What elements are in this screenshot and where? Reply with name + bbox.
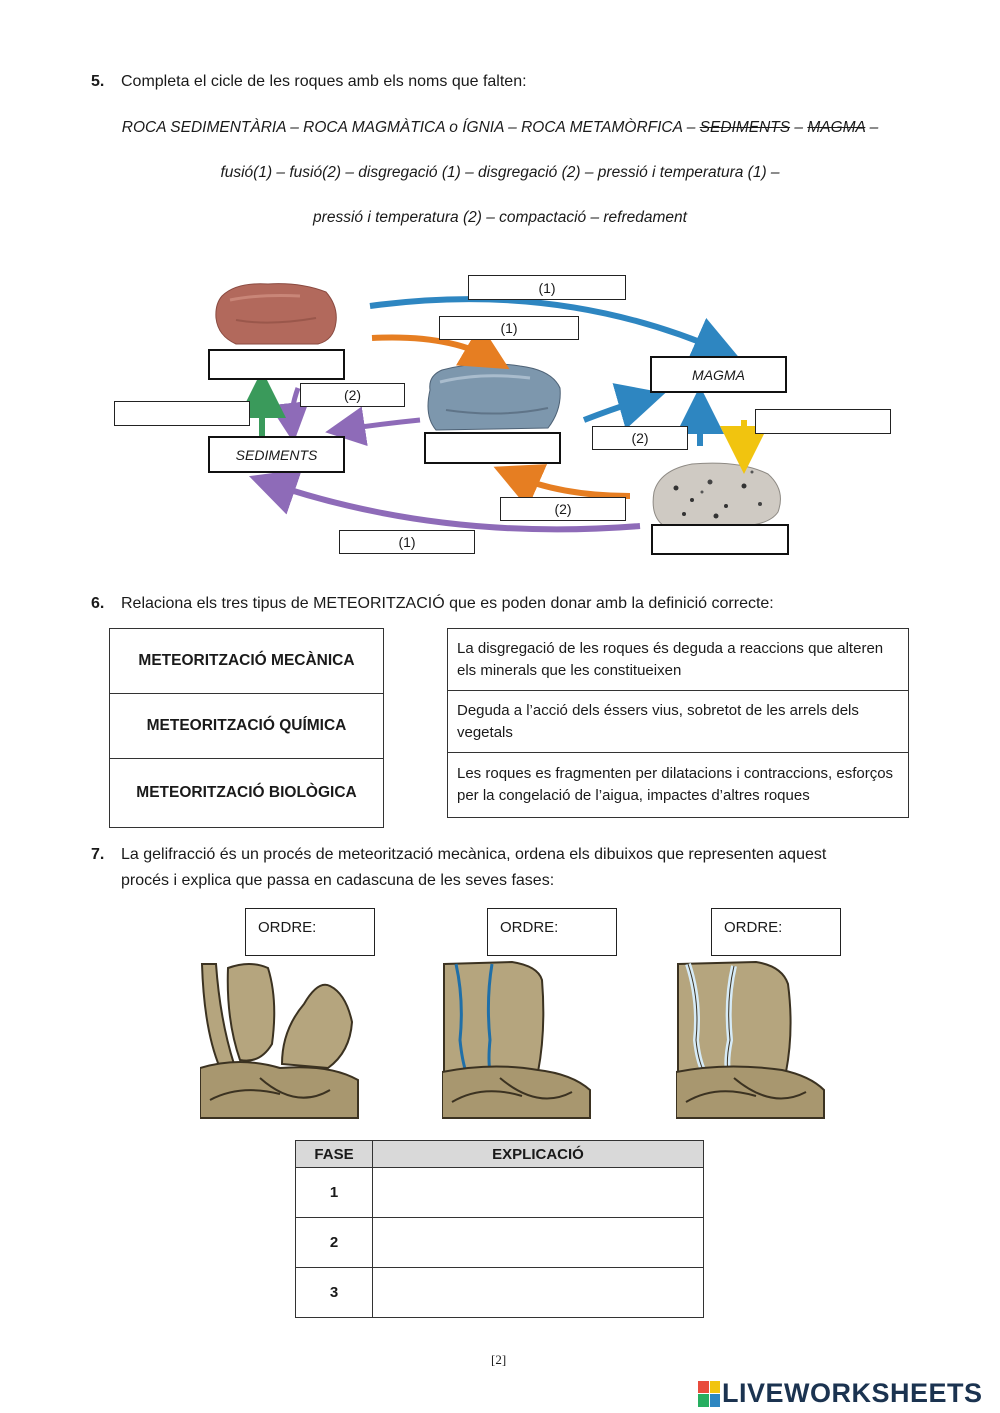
arrow-sedimentary-to-magma	[369, 296, 741, 362]
logo-badge-icon	[698, 1380, 720, 1407]
q5-wordbank-line1: ROCA SEDIMENTÀRIA – ROCA MAGMÀTICA o ÍGN…	[0, 119, 1000, 137]
box-label: (1)	[538, 279, 556, 296]
arrow-metamorphic-to-magma	[582, 383, 666, 430]
ordre-box-2[interactable]: ORDRE:	[487, 908, 617, 956]
answer-box-orange-top[interactable]: (1)	[439, 316, 579, 340]
gelifraction-drawing-split-rock	[200, 960, 360, 1120]
weathering-type-chemical[interactable]: METEORITZACIÓ QUÍMICA	[109, 693, 384, 759]
q7-prompt-line2: procés i explica que passa en cadascuna …	[121, 872, 555, 889]
gelifraction-drawing-wide-crack	[676, 960, 826, 1120]
phase-explanation-input[interactable]	[372, 1167, 704, 1218]
header-fase: FASE	[295, 1140, 373, 1168]
q6-prompt: Relaciona els tres tipus de METEORITZACI…	[121, 595, 774, 612]
q7-number: 7.	[91, 846, 105, 863]
answer-box-yellow-arrow[interactable]	[755, 409, 891, 434]
metamorphic-rock-image	[427, 363, 561, 431]
answer-box-orange-bottom[interactable]: (2)	[500, 497, 626, 521]
igneous-rock-image	[652, 462, 781, 527]
wordbank-used-magma: MAGMA	[807, 119, 866, 136]
header-explicacio: EXPLICACIÓ	[372, 1140, 704, 1168]
sediments-box[interactable]: SEDIMENTS	[208, 436, 345, 473]
q6-number: 6.	[91, 595, 105, 612]
weathering-definitions-table: La disgregació de les roques és deguda a…	[447, 628, 909, 818]
phase-number: 2	[295, 1217, 373, 1268]
box-label: (1)	[500, 320, 518, 336]
answer-box-purple-left[interactable]: (2)	[300, 383, 405, 407]
answer-box-purple-bottom[interactable]: (1)	[339, 530, 475, 554]
arrow-metamorphic-to-sediments	[325, 406, 421, 447]
box-label: (1)	[398, 534, 416, 550]
wordbank-used-sediments: SEDIMENTS	[699, 119, 791, 136]
wordbank-separator: –	[869, 119, 879, 136]
definition-chemical[interactable]: La disgregació de les roques és deguda a…	[447, 628, 909, 691]
phase-explanation-table: FASE EXPLICACIÓ 1 2 3	[295, 1140, 704, 1318]
rock-cycle-diagram	[215, 283, 781, 533]
q7-prompt-line1: La gelifracció és un procés de meteoritz…	[121, 846, 827, 863]
ordre-box-3[interactable]: ORDRE:	[711, 908, 841, 956]
q5-wordbank-line2: fusió(1) – fusió(2) – disgregació (1) – …	[220, 164, 780, 181]
ordre-box-1[interactable]: ORDRE:	[245, 908, 375, 956]
answer-box-igneous-rock[interactable]	[651, 524, 789, 555]
ordre-label: ORDRE:	[500, 919, 559, 936]
phase-number: 3	[295, 1267, 373, 1318]
ordre-label: ORDRE:	[724, 919, 783, 936]
gelifraction-drawing-ice-crack	[442, 960, 592, 1120]
phase-number: 1	[295, 1167, 373, 1218]
logo-text: LIVEWORKSHEETS	[722, 1378, 983, 1408]
box-label: SEDIMENTS	[235, 446, 318, 463]
phase-explanation-input[interactable]	[372, 1267, 704, 1318]
answer-box-sedimentary-rock[interactable]	[208, 349, 345, 380]
arrow-igneous-to-metamorphic	[493, 464, 631, 509]
definition-mechanical[interactable]: Les roques es fragmenten per dilatacions…	[447, 752, 909, 818]
magma-box[interactable]: MAGMA	[650, 356, 787, 393]
sedimentary-rock-image	[215, 283, 337, 345]
box-label: (2)	[343, 387, 362, 403]
box-label: (2)	[631, 430, 649, 446]
weathering-type-mechanical[interactable]: METEORITZACIÓ MECÀNICA	[109, 628, 384, 694]
page-number: [2]	[491, 1352, 507, 1367]
liveworksheets-logo[interactable]: LIVEWORKSHEETS	[698, 1378, 983, 1409]
arrow-sedimentary-to-metamorphic	[371, 324, 510, 370]
answer-box-top-arrow[interactable]: (1)	[468, 275, 626, 300]
q5-wordbank-line3: pressió i temperatura (2) – compactació …	[313, 209, 687, 226]
weathering-types-table: METEORITZACIÓ MECÀNICA METEORITZACIÓ QUÍ…	[109, 628, 384, 828]
wordbank-terms: ROCA SEDIMENTÀRIA – ROCA MAGMÀTICA o ÍGN…	[121, 119, 696, 136]
definition-biological[interactable]: Deguda a l’acció dels éssers vius, sobre…	[447, 690, 909, 753]
answer-box-green-arrow[interactable]	[114, 401, 250, 426]
arrow-sedimentary-to-sediments	[269, 387, 310, 443]
arrow-igneous-to-sediments	[248, 469, 641, 533]
box-label: MAGMA	[692, 366, 745, 383]
phase-explanation-input[interactable]	[372, 1217, 704, 1268]
answer-box-metamorphic-rock[interactable]	[424, 432, 561, 464]
q5-prompt: Completa el cicle de les roques amb els …	[121, 73, 527, 90]
q5-number: 5.	[91, 73, 105, 90]
ordre-label: ORDRE:	[258, 919, 317, 936]
answer-box-blue-lower[interactable]: (2)	[592, 426, 688, 450]
box-label: (2)	[554, 501, 572, 517]
weathering-type-biological[interactable]: METEORITZACIÓ BIOLÒGICA	[109, 758, 384, 828]
wordbank-separator: –	[794, 119, 804, 136]
